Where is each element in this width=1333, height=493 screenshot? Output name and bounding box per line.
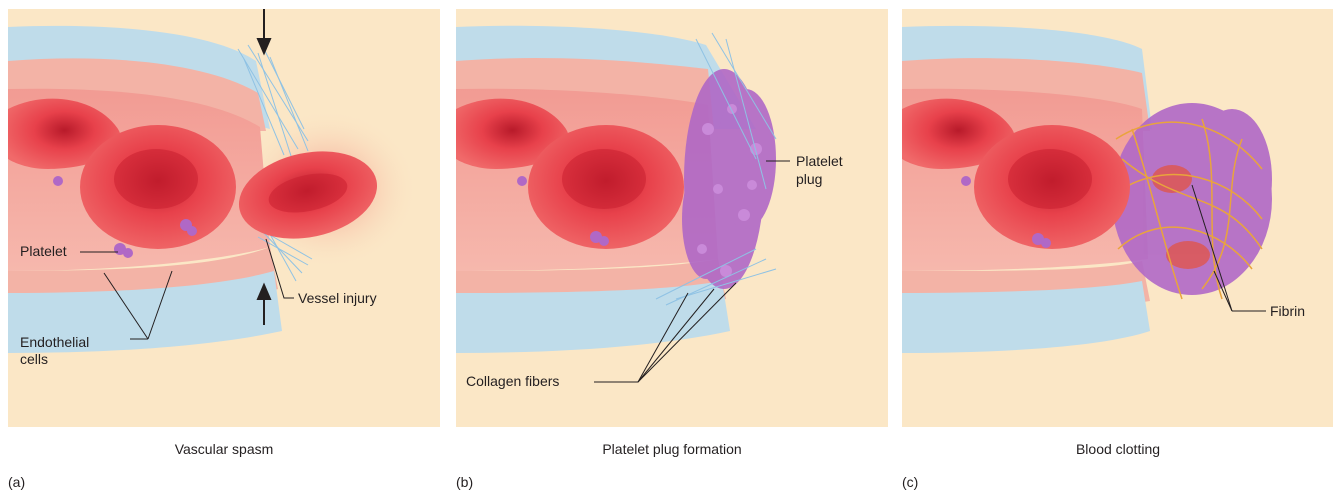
platelet-plug-label-line1: Platelet <box>796 153 843 170</box>
platelet-plug-illustration <box>456 9 888 427</box>
caption-a: Vascular spasm <box>8 441 440 457</box>
caption-b: Platelet plug formation <box>456 441 888 457</box>
panel-blood-clotting: Fibrin <box>902 9 1333 427</box>
panel-letter-c: (c) <box>902 474 918 490</box>
blood-clotting-illustration <box>902 9 1333 427</box>
panel-platelet-plug: Platelet plug Collagen fibers <box>456 9 888 427</box>
caption-c: Blood clotting <box>902 441 1333 457</box>
endothelial-cells-label-line2: cells <box>20 351 48 368</box>
endothelial-cells-label-line1: Endothelial <box>20 334 89 351</box>
panel-vascular-spasm: Platelet Vessel injury Endothelial cells <box>8 9 440 427</box>
platelet-label: Platelet <box>20 243 67 260</box>
vascular-spasm-illustration <box>8 9 440 427</box>
red-blood-cell-2-center <box>1008 149 1092 209</box>
platelet-plug-label-line2: plug <box>796 171 822 188</box>
vessel-injury-label: Vessel injury <box>298 290 377 307</box>
red-blood-cell-2-center <box>562 149 646 209</box>
collagen-fibers-label: Collagen fibers <box>466 373 559 390</box>
panel-letter-a: (a) <box>8 474 25 490</box>
fibrin-label: Fibrin <box>1270 303 1305 320</box>
panel-letter-b: (b) <box>456 474 473 490</box>
red-blood-cell-2-center <box>114 149 198 209</box>
